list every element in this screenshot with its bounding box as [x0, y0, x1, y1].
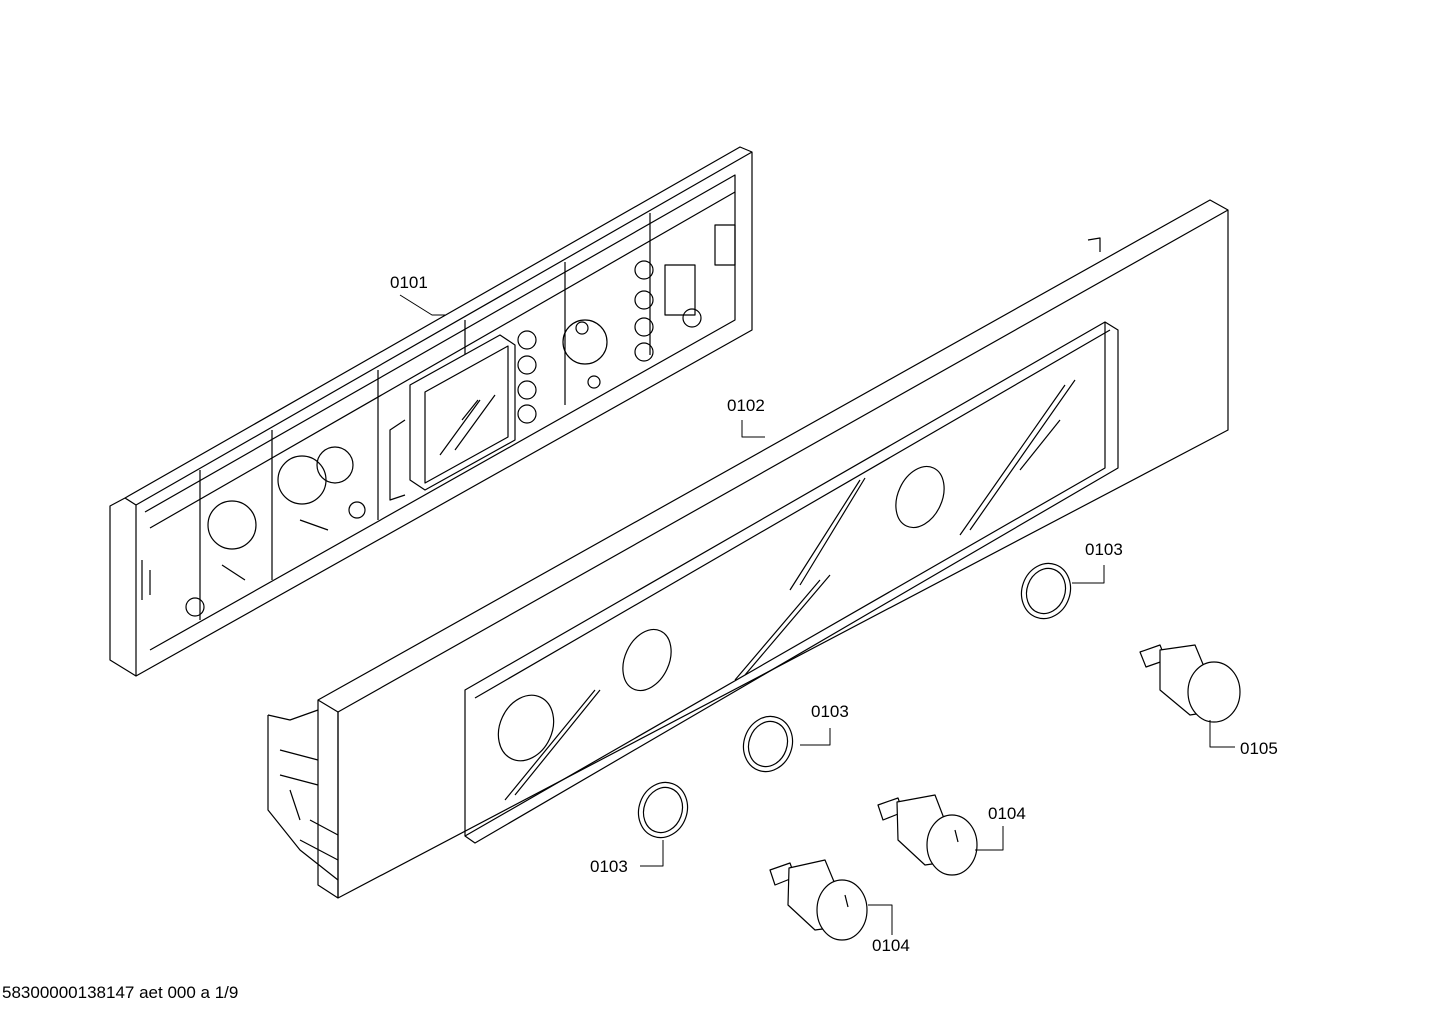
panel-frame-drawing — [109, 146, 753, 677]
knob-bottom-drawing — [769, 859, 868, 941]
leader-lines — [399, 294, 1235, 935]
label-0103-middle: 0103 — [811, 702, 849, 721]
trim-ring-left-drawing — [637, 781, 689, 839]
drawing-footer-code: 58300000138147 aet 000 a 1/9 — [2, 983, 239, 1002]
trim-ring-middle-drawing — [742, 715, 794, 773]
label-0103-left: 0103 — [590, 857, 628, 876]
knob-top-drawing — [877, 794, 978, 876]
front-panel-drawing — [267, 199, 1229, 899]
label-0104-bottom: 0104 — [872, 936, 910, 955]
label-0103-right: 0103 — [1085, 540, 1123, 559]
knob-right-drawing — [1139, 644, 1241, 723]
label-0105: 0105 — [1240, 739, 1278, 758]
trim-ring-right-drawing — [1020, 562, 1072, 620]
label-0101: 0101 — [390, 273, 428, 292]
label-0104-top: 0104 — [988, 804, 1026, 823]
label-0102: 0102 — [727, 396, 765, 415]
